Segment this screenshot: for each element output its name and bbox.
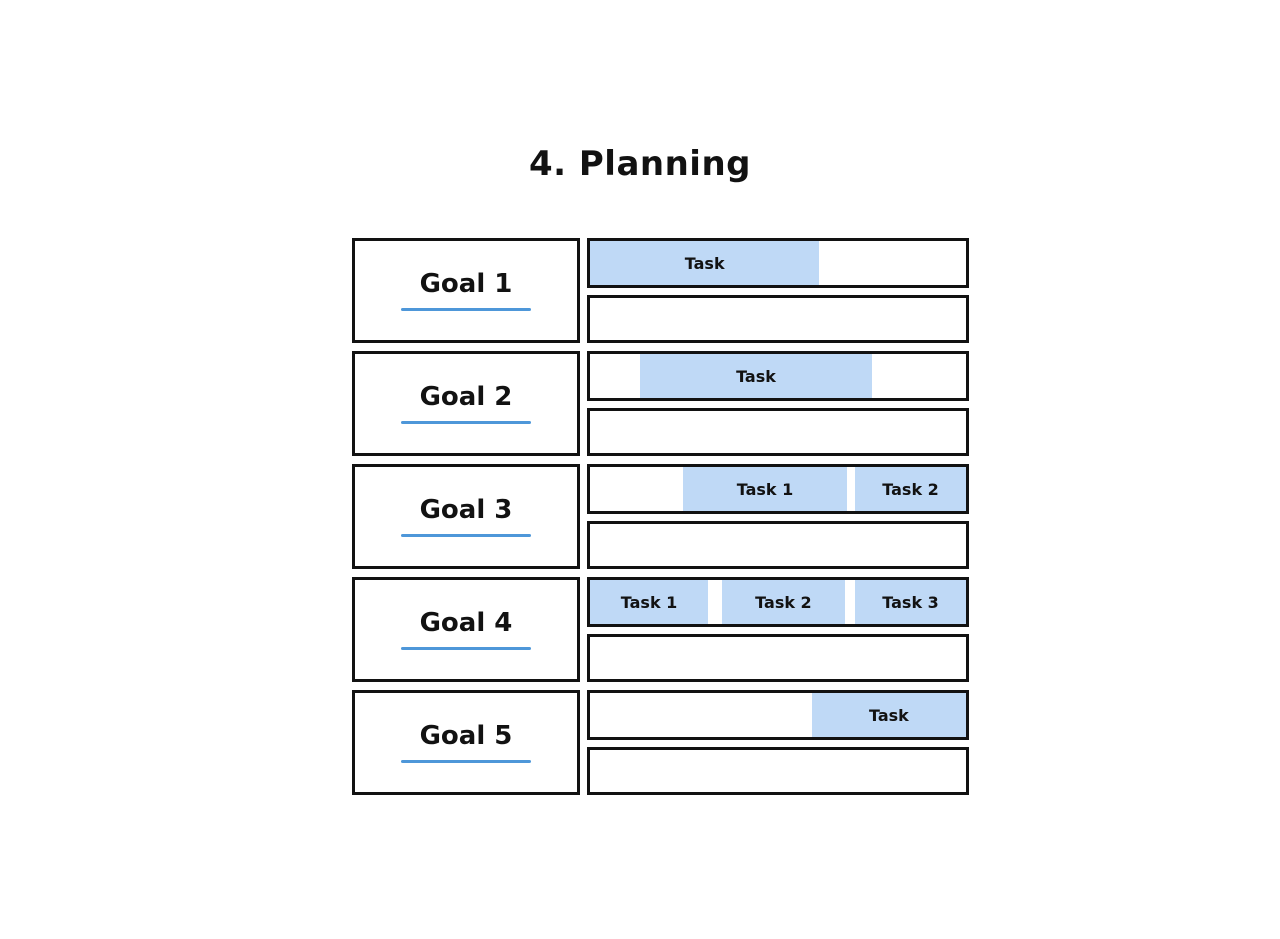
task-track: Task	[587, 351, 969, 401]
page-title: 4. Planning	[528, 144, 752, 184]
empty-track	[587, 408, 969, 456]
task-track: Task 1 Task 2	[587, 464, 969, 514]
task-block: Task	[640, 354, 872, 398]
goal-label: Goal 1	[419, 269, 513, 300]
goal-underline	[401, 759, 531, 763]
task-track: Task 1 Task 2 Task 3	[587, 577, 969, 627]
track-column: Task	[587, 351, 969, 456]
goal-underline	[401, 307, 531, 311]
goal-underline	[401, 646, 531, 650]
task-track: Task	[587, 690, 969, 740]
task-block: Task 2	[721, 580, 845, 624]
empty-track	[587, 521, 969, 569]
goal-row: Goal 5 Task	[352, 690, 969, 795]
goal-row: Goal 1 Task	[352, 238, 969, 343]
empty-track	[587, 634, 969, 682]
goal-underline	[401, 420, 531, 424]
goal-row: Goal 2 Task	[352, 351, 969, 456]
task-block: Task 2	[855, 467, 966, 511]
goal-underline	[401, 533, 531, 537]
planning-grid: Goal 1 Task Goal 2 Task	[352, 238, 969, 803]
task-block: Task	[811, 693, 966, 737]
goal-label: Goal 2	[419, 382, 513, 413]
track-column: Task 1 Task 2 Task 3	[587, 577, 969, 682]
goal-box-4: Goal 4	[352, 577, 580, 682]
task-block: Task 1	[682, 467, 848, 511]
goal-box-1: Goal 1	[352, 238, 580, 343]
goal-label: Goal 3	[419, 495, 513, 526]
goal-row: Goal 3 Task 1 Task 2	[352, 464, 969, 569]
goal-box-3: Goal 3	[352, 464, 580, 569]
task-block: Task 3	[855, 580, 966, 624]
task-block: Task 1	[590, 580, 709, 624]
task-track: Task	[587, 238, 969, 288]
goal-box-2: Goal 2	[352, 351, 580, 456]
track-column: Task 1 Task 2	[587, 464, 969, 569]
task-block: Task	[590, 241, 820, 285]
goal-row: Goal 4 Task 1 Task 2 Task 3	[352, 577, 969, 682]
track-column: Task	[587, 690, 969, 795]
empty-track	[587, 295, 969, 343]
empty-track	[587, 747, 969, 795]
track-column: Task	[587, 238, 969, 343]
goal-label: Goal 4	[419, 608, 513, 639]
goal-label: Goal 5	[419, 721, 513, 752]
goal-box-5: Goal 5	[352, 690, 580, 795]
